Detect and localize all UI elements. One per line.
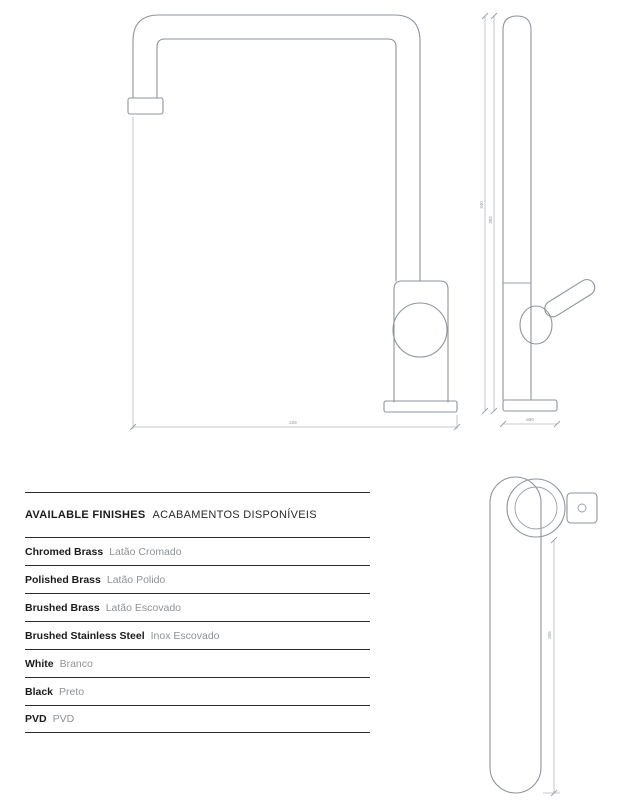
finish-row-chromed-brass: Chromed Brass Latão Cromado (25, 537, 370, 565)
spout-outline (132, 14, 421, 282)
side-view-dimensions: 340 302 ø50 (479, 12, 561, 428)
finishes-table-header: AVAILABLE FINISHES ACABAMENTOS DISPONÍVE… (25, 492, 370, 537)
top-view-dimension: 305 (543, 536, 560, 797)
top-depth-dim-label: 305 (547, 631, 552, 639)
side-base-dim-label: ø50 (526, 417, 534, 422)
finish-row-black: Black Preto (25, 677, 370, 705)
side-height-outer-dim-label: 340 (479, 201, 484, 209)
finishes-table: AVAILABLE FINISHES ACABAMENTOS DISPONÍVE… (25, 492, 370, 733)
front-view-dimension: 228 (129, 117, 461, 431)
side-handle-outline (519, 279, 596, 345)
finish-name-pt: Latão Escovado (105, 601, 182, 614)
front-width-dim-label: 228 (289, 420, 297, 425)
finish-name-en: Chromed Brass (25, 545, 104, 558)
base-outline (383, 400, 458, 413)
side-base-outline (502, 399, 558, 412)
finish-name-pt: Latão Cromado (109, 545, 182, 558)
finish-row-white: White Branco (25, 649, 370, 677)
finish-name-pt: Branco (59, 657, 93, 670)
finish-name-en: Black (25, 685, 54, 698)
finish-name-pt: Latão Polido (106, 573, 166, 586)
finishes-header-en: AVAILABLE FINISHES (25, 509, 146, 521)
finish-name-pt: Preto (59, 685, 85, 698)
body-outline (392, 280, 449, 403)
top-body-outline (506, 478, 566, 538)
top-handle-outline (566, 492, 598, 524)
valve-circle (392, 302, 448, 358)
finish-name-pt: PVD (52, 713, 75, 725)
finish-name-en: PVD (25, 713, 47, 725)
finish-row-brushed-stainless-steel: Brushed Stainless Steel Inox Escovado (25, 621, 370, 649)
top-spout-outline (489, 476, 542, 794)
finish-name-en: Brushed Stainless Steel (25, 629, 145, 642)
finish-name-en: White (25, 657, 54, 670)
finish-row-brushed-brass: Brushed Brass Latão Escovado (25, 593, 370, 621)
nozzle-outline (127, 97, 164, 115)
finish-name-pt: Inox Escovado (150, 629, 220, 642)
finish-row-pvd: PVD PVD (25, 705, 370, 733)
side-height-inner-dim-label: 302 (488, 216, 493, 224)
faucet-front-view-drawing: 228 (127, 14, 461, 431)
finish-row-polished-brass: Polished Brass Latão Polido (25, 565, 370, 593)
faucet-side-view-drawing: 340 302 ø50 (479, 12, 596, 428)
faucet-top-view-drawing: 305 (489, 476, 598, 797)
side-body-outline (502, 15, 532, 401)
finish-name-en: Polished Brass (25, 573, 101, 586)
finish-name-en: Brushed Brass (25, 601, 100, 614)
finishes-header-pt: ACABAMENTOS DISPONÍVEIS (152, 509, 317, 521)
